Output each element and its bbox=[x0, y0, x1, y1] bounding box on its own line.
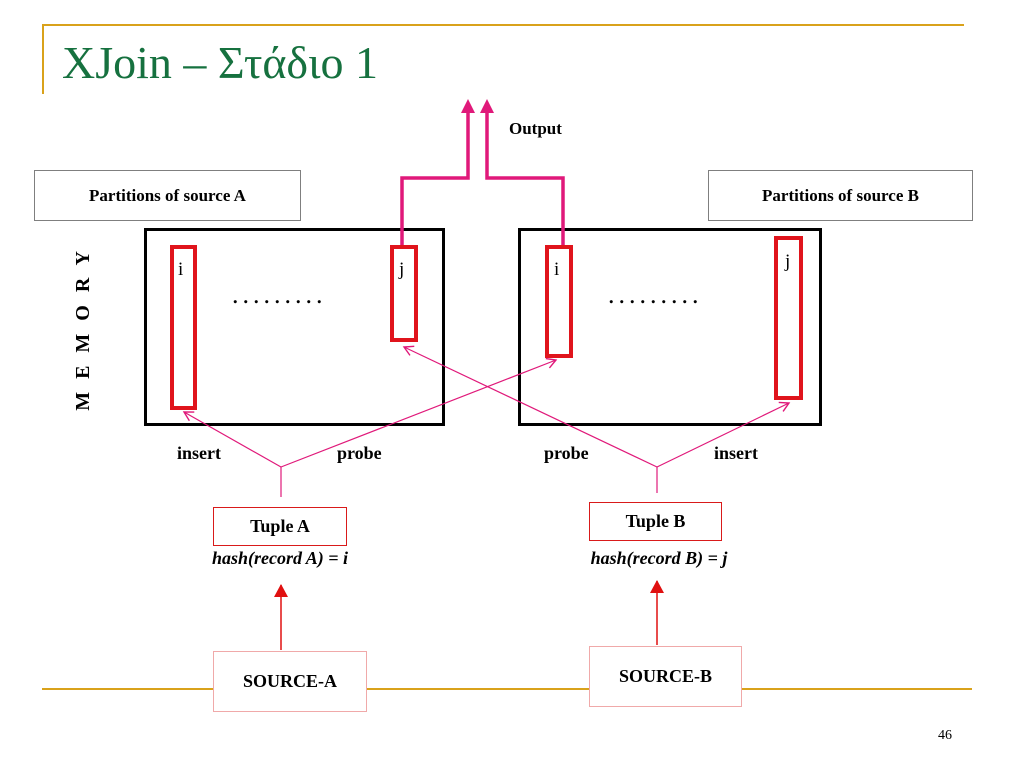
probe-b-label: probe bbox=[544, 443, 589, 463]
bucket-a-i bbox=[170, 245, 197, 410]
source-b-box: SOURCE-B bbox=[589, 646, 742, 707]
bucket-b-j-label: j bbox=[785, 251, 791, 272]
header-rule bbox=[42, 24, 964, 26]
page-number: 46 bbox=[938, 728, 952, 743]
memory-label: M E M O R Y bbox=[72, 247, 94, 411]
bucket-b-i bbox=[545, 245, 573, 358]
slide-title: XJoin – Στάδιο 1 bbox=[62, 37, 378, 88]
partitions-b-label: Partitions of source B bbox=[708, 170, 973, 221]
source-a-box: SOURCE-A bbox=[213, 651, 367, 712]
hash-b-label: hash(record B) = j bbox=[590, 548, 728, 568]
bucket-a-i-label: i bbox=[178, 259, 184, 280]
output-line-a bbox=[400, 104, 470, 245]
tuple-a-box: Tuple A bbox=[213, 507, 347, 546]
output-arrowhead-b bbox=[480, 99, 494, 113]
output-label: Output bbox=[509, 119, 562, 138]
tuple-b-box: Tuple B bbox=[589, 502, 722, 541]
output-arrowhead-a bbox=[461, 99, 475, 113]
dots-a: ......... bbox=[232, 280, 327, 309]
bucket-a-j-label: j bbox=[399, 259, 405, 280]
dots-b: ......... bbox=[608, 280, 703, 309]
insert-a-label: insert bbox=[177, 443, 221, 463]
footer-rule bbox=[42, 688, 972, 690]
probe-a-label: probe bbox=[337, 443, 382, 463]
hash-a-label: hash(record A) = i bbox=[211, 548, 349, 568]
insert-b-label: insert bbox=[714, 443, 758, 463]
partitions-a-label: Partitions of source A bbox=[34, 170, 301, 221]
bucket-b-j bbox=[774, 236, 803, 400]
header-rule-left bbox=[42, 24, 44, 94]
bucket-b-i-label: i bbox=[554, 259, 560, 280]
bucket-a-j bbox=[390, 245, 418, 342]
